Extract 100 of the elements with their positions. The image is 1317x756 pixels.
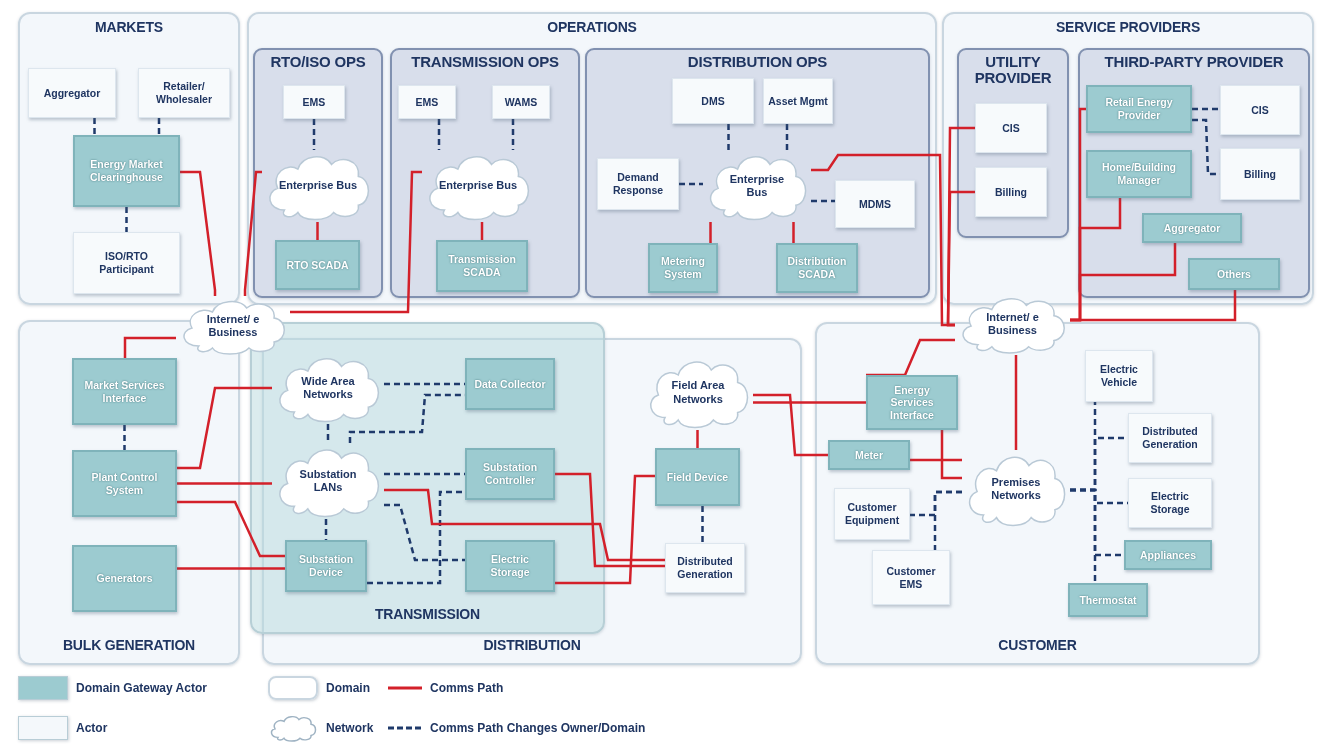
dashed-comms-path: [437, 119, 441, 150]
domain-heading: MARKETS: [94, 20, 164, 35]
comms-path: [709, 222, 712, 243]
comms-path: [177, 567, 285, 570]
actor-box: MDMS: [835, 180, 915, 228]
gateway-actor-box: Metering System: [648, 243, 718, 293]
domain-panel: [18, 12, 240, 305]
domain-heading: UTILITY PROVIDER: [973, 54, 1053, 86]
gateway-actor-box: Data Collector: [465, 358, 555, 410]
dashed-comms-path: [125, 207, 128, 232]
comms-path: [384, 488, 665, 562]
gateway-actor-box: Distribution SCADA: [776, 243, 858, 293]
actor-box: EMS: [283, 85, 345, 119]
comms-path: [753, 401, 866, 404]
comms-path: [792, 222, 795, 243]
gateway-actor-box: Energy Market Clearinghouse: [73, 135, 180, 207]
actor-box: Demand Response: [597, 158, 679, 210]
actor-box: Aggregator: [28, 68, 116, 118]
gateway-actor-box: Field Device: [655, 448, 740, 506]
comms-path: [290, 170, 422, 314]
dashed-comms-path: [701, 506, 704, 543]
legend-label: Comms Path: [430, 681, 504, 695]
actor-box: Retailer/ Wholesaler: [138, 68, 230, 118]
comms-path: [946, 190, 975, 327]
actor-box: CIS: [1220, 85, 1300, 135]
domain-heading: RTO/ISO OPS: [269, 54, 367, 70]
comms-path: [177, 482, 272, 485]
domain-heading: CUSTOMER: [997, 638, 1078, 653]
subdomain-panel: [253, 48, 383, 298]
domain-heading: SERVICE PROVIDERS: [1054, 20, 1202, 35]
gateway-actor-box: Generators: [72, 545, 177, 612]
dashed-comms-path: [811, 199, 835, 203]
actor-box: Distributed Generation: [1128, 413, 1212, 463]
domain-heading: DISTRIBUTION: [482, 638, 582, 653]
domain-heading: TRANSMISSION: [374, 607, 481, 622]
gateway-actor-box: Meter: [828, 440, 910, 470]
domain-heading: TRANSMISSION OPS: [410, 54, 560, 70]
dashed-comms-path: [511, 119, 515, 150]
gateway-actor-box: Aggregator: [1142, 213, 1242, 243]
comms-path: [177, 386, 272, 470]
subdomain-panel: [1078, 48, 1310, 298]
comms-path: [753, 393, 828, 457]
actor-box: ISO/RTO Participant: [73, 232, 180, 294]
domain-heading: BULK GENERATION: [61, 638, 197, 653]
gateway-actor-box: Retail Energy Provider: [1086, 85, 1192, 133]
dashed-comms-path: [326, 424, 330, 443]
comms-path: [180, 170, 217, 296]
gateway-actor-box: Appliances: [1124, 540, 1212, 570]
comms-path: [555, 472, 665, 568]
gateway-actor-box: Substation Device: [285, 540, 367, 592]
dashed-comms-path: [367, 490, 465, 585]
comms-path: [555, 474, 655, 585]
gateway-actor-box: Energy Services Interface: [866, 375, 958, 430]
domain-panel: [815, 322, 1260, 665]
comms-path: [123, 336, 176, 358]
legend-label: Comms Path Changes Owner/Domain: [430, 721, 646, 735]
dashed-comms-path: [785, 124, 789, 150]
actor-box: WAMS: [492, 85, 550, 119]
actor-box: DMS: [672, 78, 754, 124]
comms-path: [696, 430, 699, 448]
comms-path: [243, 170, 262, 296]
actor-box: Billing: [1220, 148, 1300, 200]
legend-label: Domain Gateway Actor: [76, 681, 207, 695]
domain-panel: [247, 12, 937, 305]
gateway-actor-box: Others: [1188, 258, 1280, 290]
dashed-comms-path: [312, 119, 316, 150]
dashed-comms-path: [727, 124, 730, 150]
actor-box: Electric Vehicle: [1085, 350, 1153, 402]
gateway-actor-box: Market Services Interface: [72, 358, 177, 425]
actor-box: Asset Mgmt: [763, 78, 833, 124]
comms-path: [177, 500, 285, 558]
legend-label: Network: [326, 721, 374, 735]
gateway-actor-box: Home/Building Manager: [1086, 150, 1192, 198]
dashed-comms-path: [933, 490, 962, 550]
comms-path: [1070, 290, 1237, 322]
dashed-comms-path: [123, 425, 126, 450]
domain-heading: DISTRIBUTION OPS: [686, 54, 829, 70]
subdomain-panel: [390, 48, 580, 298]
comms-path: [316, 222, 319, 240]
dashed-comms-path: [384, 472, 465, 476]
comms-path: [480, 222, 484, 240]
gateway-actor-box: RTO SCADA: [275, 240, 360, 290]
actor-box: Billing: [975, 167, 1047, 217]
actor-box: Distributed Generation: [665, 543, 745, 593]
dashed-comms-path: [1070, 488, 1097, 583]
legend-label: Actor: [76, 721, 108, 735]
actor-box: Electric Storage: [1128, 478, 1212, 528]
actor-box: CIS: [975, 103, 1047, 153]
dashed-comms-path: [93, 118, 96, 135]
dashed-comms-path: [384, 382, 465, 386]
gateway-actor-box: Thermostat: [1068, 583, 1148, 617]
subdomain-panel: [957, 48, 1069, 238]
legend-label: Domain: [326, 681, 370, 695]
gateway-actor-box: Transmission SCADA: [436, 240, 528, 292]
dashed-comms-path: [324, 519, 328, 540]
gateway-actor-box: Substation Controller: [465, 448, 555, 500]
comms-path: [910, 458, 962, 462]
domain-panel: [942, 12, 1314, 305]
comms-path: [866, 338, 955, 377]
dashed-comms-path: [384, 503, 465, 562]
